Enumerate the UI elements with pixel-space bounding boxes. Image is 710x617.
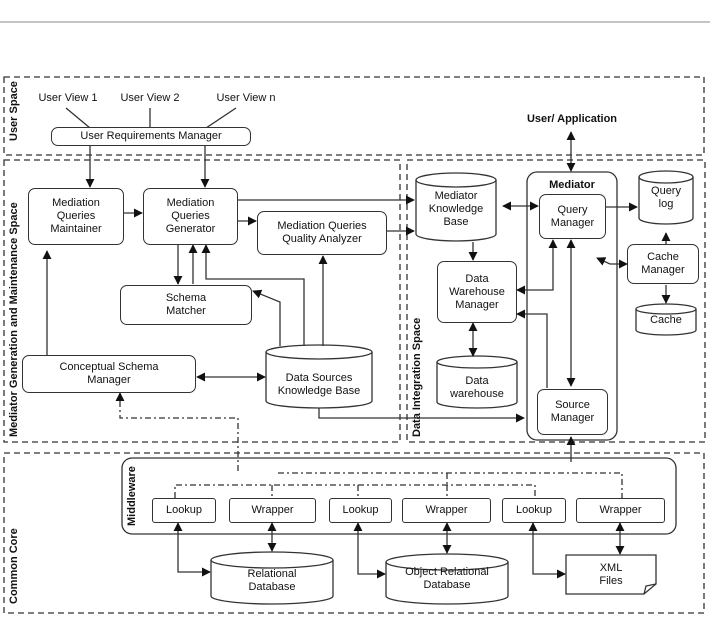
user-space-label: User Space xyxy=(8,81,20,141)
schema-matcher: Schema Matcher xyxy=(120,285,252,325)
query-log-cylinder xyxy=(638,170,694,225)
lookup-2: Lookup xyxy=(329,498,392,523)
relational-db-cylinder xyxy=(210,551,334,605)
query-manager: Query Manager xyxy=(539,194,606,239)
data-sources-knowledge-base: Data Sources Knowledge Base xyxy=(277,372,361,397)
integration-space-label: Data Integration Space xyxy=(411,317,423,437)
lookup-3: Lookup xyxy=(502,498,566,523)
user-view-2: User View 2 xyxy=(120,92,180,104)
mgm-space-frame xyxy=(3,159,401,443)
user-requirements-manager: User Requirements Manager xyxy=(51,127,251,146)
query-log: Query log xyxy=(651,185,681,210)
user-view-1: User View 1 xyxy=(38,92,98,104)
data-warehouse: Data warehouse xyxy=(450,375,504,400)
user-space-frame xyxy=(3,76,705,156)
relational-database: Relational Database xyxy=(247,568,297,593)
user-view-n: User View n xyxy=(216,92,276,104)
mediator-knowledge-base: Mediator Knowledge Base xyxy=(428,190,484,228)
wrapper-2: Wrapper xyxy=(402,498,491,523)
mkb-cylinder xyxy=(415,172,497,242)
mediation-queries-quality-analyzer: Mediation Queries Quality Analyzer xyxy=(257,211,387,255)
data-warehouse-manager: Data Warehouse Manager xyxy=(437,261,517,323)
conceptual-schema-manager: Conceptual Schema Manager xyxy=(22,355,196,393)
wrapper-1: Wrapper xyxy=(229,498,316,523)
object-relational-database: Object Relational Database xyxy=(405,566,489,591)
cache: Cache xyxy=(650,314,682,326)
xml-file-shape xyxy=(565,554,657,595)
mediation-queries-generator: Mediation Queries Generator xyxy=(143,188,238,245)
object-relational-db-cylinder xyxy=(385,553,509,605)
middleware-container xyxy=(121,457,677,535)
middleware-label: Middleware xyxy=(126,466,138,526)
source-manager: Source Manager xyxy=(537,389,608,435)
xml-files: XML Files xyxy=(599,562,623,587)
cache-manager: Cache Manager xyxy=(627,244,699,284)
wrapper-3: Wrapper xyxy=(576,498,665,523)
mediator-title: Mediator xyxy=(549,179,595,191)
user-application-label: User/ Application xyxy=(526,113,618,125)
mediation-queries-maintainer: Mediation Queries Maintainer xyxy=(28,188,124,245)
cache-cylinder xyxy=(635,303,697,336)
mgm-space-label: Mediator Generation and Maintenance Spac… xyxy=(8,202,20,437)
common-core-label: Common Core xyxy=(8,528,20,604)
common-core-frame xyxy=(3,452,705,614)
lookup-1: Lookup xyxy=(152,498,216,523)
